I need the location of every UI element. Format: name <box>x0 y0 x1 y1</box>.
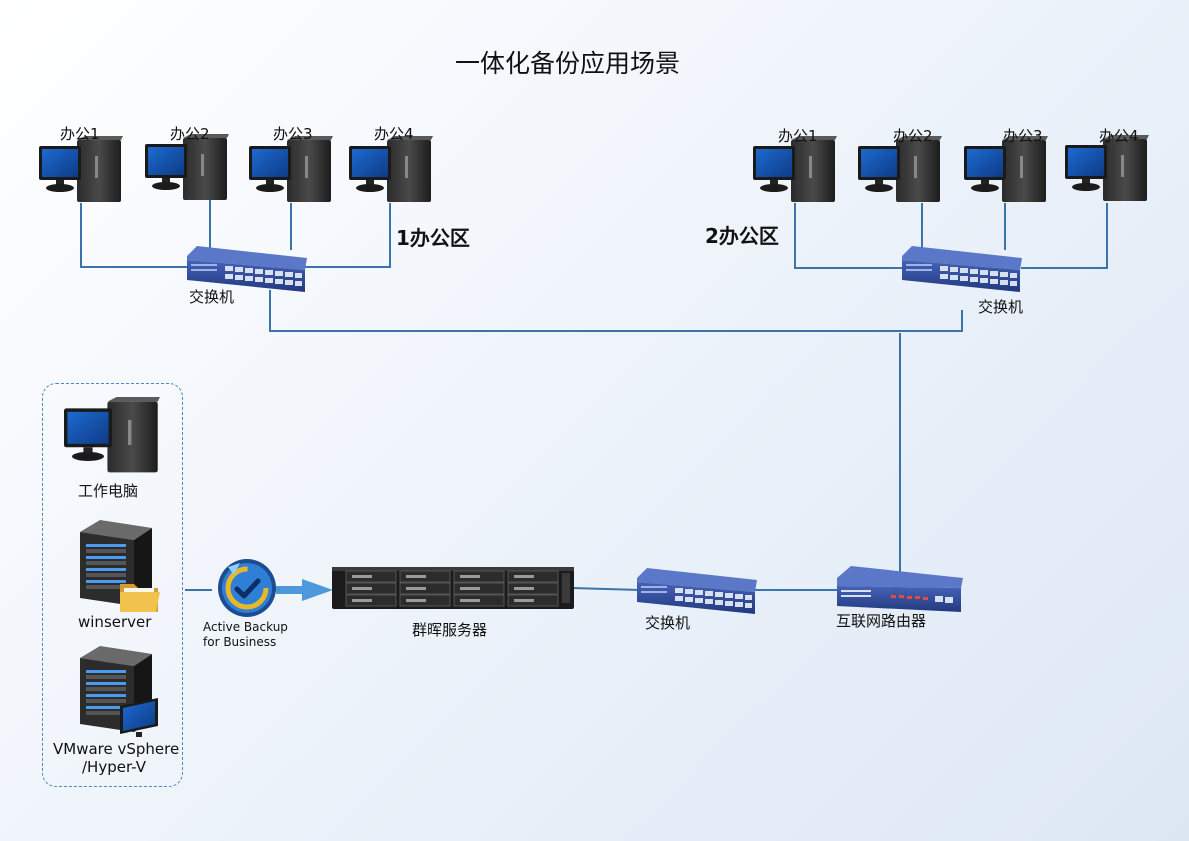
core-switch-label: 交换机 <box>645 614 691 632</box>
workstation-label: 工作电脑 <box>78 482 139 500</box>
zone1-pc3-icon <box>249 136 333 206</box>
zone1-pc3-label: 办公3 <box>273 125 313 143</box>
active-backup-icon <box>218 559 276 617</box>
vm-label-line2: /Hyper-V <box>82 758 146 776</box>
core-switch-icon <box>637 568 757 614</box>
wire-z1-uplink <box>269 290 963 332</box>
active-backup-label-line2: for Business <box>203 635 277 649</box>
zone1-pc2-label: 办公2 <box>170 125 210 143</box>
zone2-pc2-icon <box>858 136 942 206</box>
vm-label-line1: VMware vSphere <box>53 740 180 758</box>
router-icon <box>837 566 963 612</box>
zone2-pc1-icon <box>753 136 837 206</box>
wire-z1-pc1 <box>80 203 190 268</box>
zone2-switch-label: 交换机 <box>978 298 1024 316</box>
wire-z1-pc4 <box>305 203 391 268</box>
nas-server-icon <box>332 567 574 609</box>
zone2-pc2-label: 办公2 <box>893 127 933 145</box>
wire-nas-switch <box>571 587 641 591</box>
zone2-pc3-label: 办公3 <box>1003 127 1043 145</box>
zone2-pc4-label: 办公4 <box>1099 127 1139 145</box>
zone1-label: 1办公区 <box>396 226 470 250</box>
backup-sources-group <box>42 383 183 787</box>
zone1-pc2-icon <box>145 134 229 204</box>
zone1-pc1-label: 办公1 <box>60 125 100 143</box>
wire-z2-pc4 <box>1021 203 1108 269</box>
active-backup-label-line1: Active Backup <box>203 620 288 634</box>
zone2-pc1-label: 办公1 <box>778 127 818 145</box>
zone2-switch-icon <box>902 246 1022 292</box>
zone2-pc3-icon <box>964 136 1048 206</box>
workstation-icon <box>62 397 162 477</box>
zone2-label: 2办公区 <box>705 224 779 248</box>
zone1-pc4-icon <box>349 136 433 206</box>
vm-monitor-icon <box>120 698 158 737</box>
nas-label: 群晖服务器 <box>412 621 488 639</box>
zone1-pc4-label: 办公4 <box>374 125 414 143</box>
folder-icon <box>120 584 160 612</box>
zone1-pc1-icon <box>39 136 123 206</box>
zone1-switch-label: 交换机 <box>189 288 235 306</box>
router-label: 互联网路由器 <box>836 612 927 630</box>
page-title: 一体化备份应用场景 <box>455 49 681 78</box>
winserver-label: winserver <box>78 613 152 631</box>
wire-z2-pc1 <box>794 203 903 269</box>
